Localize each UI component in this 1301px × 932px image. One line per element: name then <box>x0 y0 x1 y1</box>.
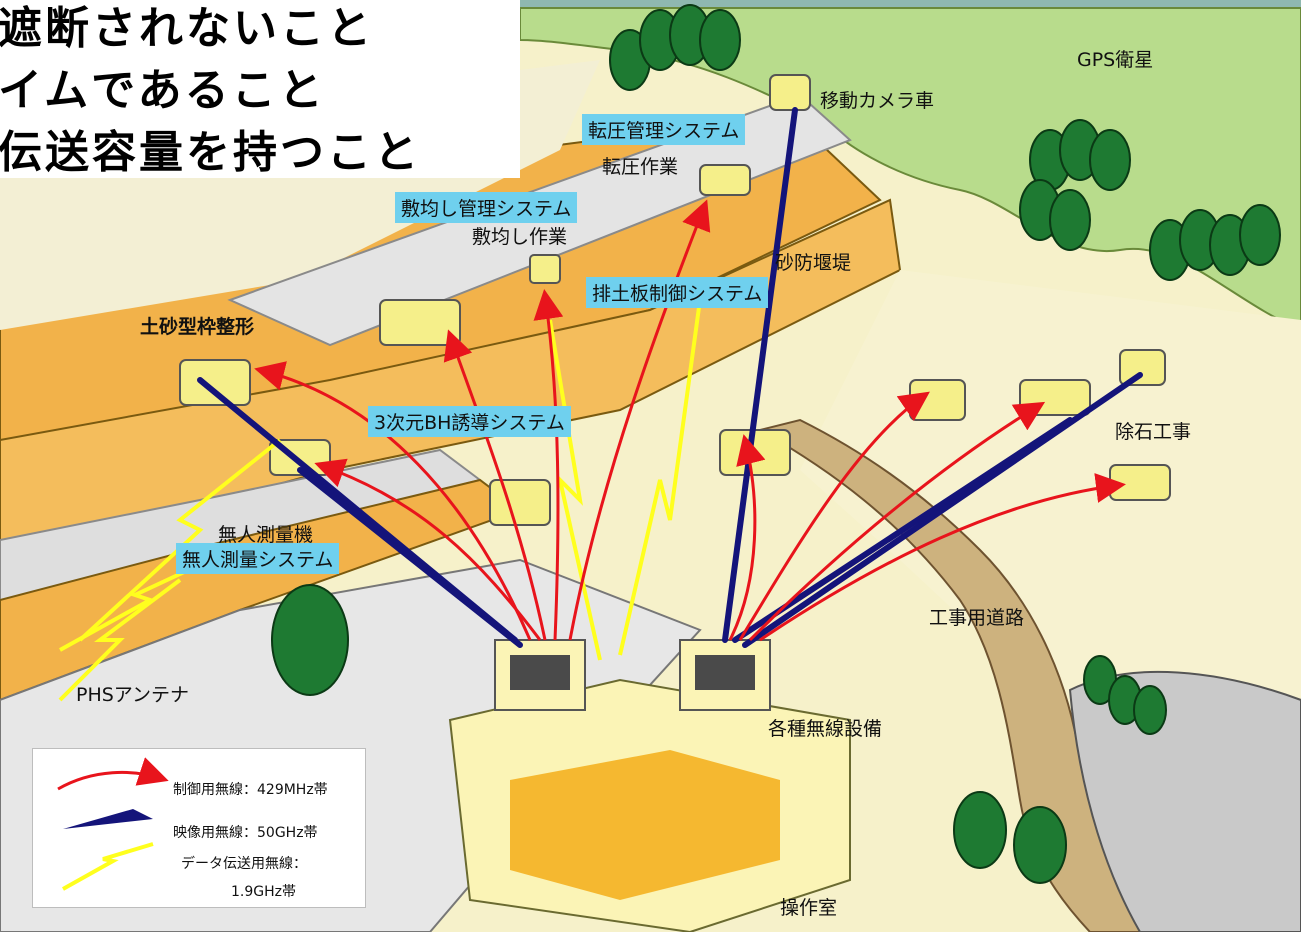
legend-data-band: 1.9GHz帯 <box>231 884 296 900</box>
label-spreading-work: 敷均し作業 <box>472 226 568 248</box>
label-radio-equipment: 各種無線設備 <box>768 718 883 740</box>
label-survey-machine: 無人測量機 <box>218 524 314 546</box>
header-line-2: イムであること <box>0 65 326 116</box>
label-road: 工事用道路 <box>929 607 1025 629</box>
label-camera-car: 移動カメラ車 <box>820 90 935 112</box>
system-compaction: 転圧管理システム <box>582 114 746 145</box>
radio-equipment-right <box>695 655 755 690</box>
legend-control-label: 制御用無線：429MHz帯 <box>173 782 328 798</box>
legend: 制御用無線：429MHz帯 映像用無線：50GHz帯 データ伝送用無線： 1.9… <box>32 748 366 908</box>
top-band <box>520 0 1301 8</box>
system-survey: 無人測量システム <box>176 543 340 574</box>
legend-video-label: 映像用無線：50GHz帯 <box>173 825 318 841</box>
label-boulder-removal: 除石工事 <box>1115 421 1192 443</box>
legend-symbols <box>57 757 169 891</box>
system-blade: 排土板制御システム <box>586 277 769 308</box>
system-spreading: 敷均し管理システム <box>395 192 578 223</box>
header-line-3: 伝送容量を持つこと <box>0 127 421 178</box>
legend-data-bolt <box>62 842 154 891</box>
data-transmission-bolts <box>58 299 702 702</box>
header-line-1: 遮断されないこと <box>0 3 374 54</box>
header-panel: 遮断されないこと イムであること 伝送容量を持つこと <box>0 0 520 178</box>
radio-equipment-left <box>510 655 570 690</box>
label-soil-form: 土砂型枠整形 <box>140 316 255 338</box>
label-gps: GPS衛星 <box>1077 49 1154 71</box>
label-phs-antenna: PHSアンテナ <box>76 684 190 706</box>
control-radio-arrows <box>254 199 1126 642</box>
label-sabo-dam: 砂防堰堤 <box>775 252 852 274</box>
system-bh3d: 3次元BH誘導システム <box>368 406 571 437</box>
control-room-floor <box>510 750 780 900</box>
rock-outcrop <box>1068 670 1301 932</box>
gravel-field <box>0 60 600 330</box>
legend-data-label: データ伝送用無線： <box>181 856 307 872</box>
video-radio-arrows <box>197 107 1143 648</box>
legend-control-arrow <box>57 757 169 791</box>
label-compaction-work: 転圧作業 <box>602 156 679 178</box>
legend-video-arrow <box>63 809 153 829</box>
forest-trees <box>271 4 1281 884</box>
label-control-room: 操作室 <box>780 897 838 919</box>
